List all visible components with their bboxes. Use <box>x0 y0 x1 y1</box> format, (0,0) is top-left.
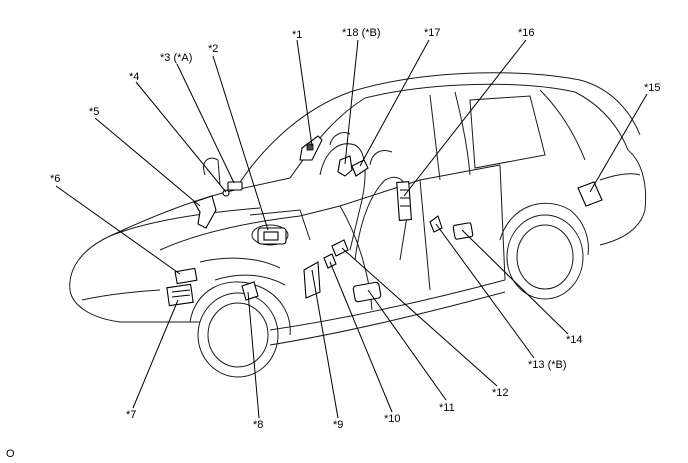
figure-code: O <box>6 448 15 460</box>
callout-6: *6 <box>50 173 60 185</box>
leader-14 <box>461 229 569 335</box>
part-11 <box>352 281 382 303</box>
callout-8: *8 <box>253 419 263 431</box>
callout-3: *3 (*A) <box>160 52 192 64</box>
leader-15 <box>589 93 648 193</box>
part-16 <box>396 181 412 221</box>
callout-12: *12 <box>492 387 509 399</box>
callout-15: *15 <box>644 82 661 94</box>
part-17 <box>351 159 369 177</box>
leader-16 <box>403 39 527 197</box>
leader-3 <box>176 63 235 184</box>
callout-14: *14 <box>566 334 583 346</box>
leader-2 <box>212 55 269 231</box>
part-18 <box>337 155 353 177</box>
callout-18: *18 (*B) <box>342 27 381 39</box>
component-parts <box>166 135 603 307</box>
callout-13: *13 (*B) <box>528 359 567 371</box>
part-1-detail <box>306 143 314 151</box>
leader-10 <box>329 261 393 413</box>
part-15 <box>577 181 603 207</box>
part-6 <box>174 267 198 285</box>
car-outline <box>69 72 647 378</box>
leader-9 <box>311 269 339 419</box>
callout-7: *7 <box>126 409 136 421</box>
part-7 <box>166 283 194 307</box>
part-12 <box>331 239 349 257</box>
leader-18 <box>344 39 359 165</box>
part-5 <box>193 195 217 229</box>
part-4 <box>222 189 230 197</box>
callout-11: *11 <box>439 402 455 414</box>
part-3 <box>227 181 243 191</box>
leader-1 <box>296 39 313 147</box>
leader-7 <box>132 299 179 409</box>
leader-5 <box>94 117 201 207</box>
leader-8 <box>247 291 260 419</box>
leader-12 <box>341 247 498 387</box>
callout-16: *16 <box>518 27 535 39</box>
callout-labels: *1 *2 *3 (*A) *4 *5 *6 *7 *8 *9 *10 *11 … <box>50 27 661 431</box>
leader-6 <box>55 185 181 275</box>
part-10 <box>323 253 337 269</box>
callout-2: *2 <box>208 43 218 55</box>
callout-17: *17 <box>424 27 441 39</box>
callout-10: *10 <box>384 413 401 425</box>
leader-17 <box>359 39 430 167</box>
part-9 <box>303 261 321 299</box>
callout-1: *1 <box>292 29 302 41</box>
leader-13 <box>435 223 535 359</box>
leader-4 <box>135 81 227 193</box>
leader-11 <box>367 289 447 401</box>
part-8 <box>241 281 259 301</box>
part-2-inner <box>263 231 279 241</box>
callout-4: *4 <box>129 71 139 83</box>
callout-5: *5 <box>89 106 99 118</box>
leader-lines <box>55 39 648 419</box>
callout-9: *9 <box>333 419 343 431</box>
